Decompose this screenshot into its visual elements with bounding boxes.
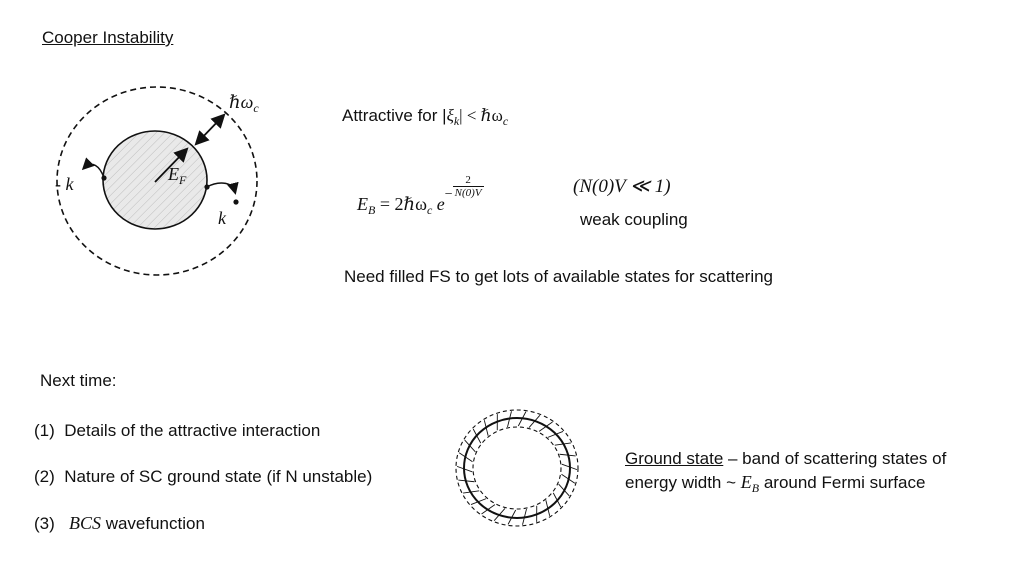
band-hatch-tick	[559, 453, 576, 457]
electron-k	[233, 199, 239, 205]
k-label: k	[218, 208, 226, 228]
band-hatch-tick	[483, 420, 489, 436]
band-hatch-tick	[517, 411, 527, 427]
band-hatch-tick	[538, 421, 553, 432]
band-hatch-tick	[547, 431, 564, 438]
debye-shell	[56, 86, 258, 276]
band-hatch-tick	[558, 483, 570, 497]
band-hatch-tick	[458, 452, 473, 463]
ground-state-label: Ground state	[625, 449, 724, 468]
minus-k-label: - k	[55, 174, 74, 194]
band-hatch-tick	[561, 463, 578, 471]
list-item-2: (2) Nature of SC ground state (if N unst…	[34, 467, 373, 486]
band-hatch-tick	[561, 473, 576, 484]
ef-arrow	[154, 147, 189, 183]
band-inner-dashed	[472, 426, 562, 510]
band-hatch-tick	[464, 439, 476, 453]
scatter-arrow-right	[206, 181, 239, 195]
ef-label: EF	[168, 164, 187, 187]
band-hatch-tick	[522, 508, 527, 525]
hbar-omega-label: ℏωc	[229, 92, 259, 115]
band-hatch-tick	[470, 498, 487, 505]
band-hatch-tick	[554, 442, 571, 446]
list-item-3: (3) BCS wavefunction	[34, 513, 205, 533]
band-hatch-tick	[458, 479, 475, 483]
band-hatch-tick	[528, 415, 541, 428]
band-hatch-tick	[456, 465, 473, 473]
ground-state-line-1: Ground state – band of scattering states…	[625, 449, 947, 468]
slide-title: Cooper Instability	[42, 28, 174, 47]
band-hatch-tick	[507, 411, 512, 428]
shell-width-arrow	[194, 113, 226, 146]
band-hatch-tick	[493, 508, 506, 521]
band-hatch-tick	[507, 509, 517, 525]
ground-state-line-2: energy width ~ EB around Fermi surface	[625, 472, 926, 495]
need-filled-fs-text: Need filled FS to get lots of available …	[344, 267, 774, 286]
next-time-heading: Next time:	[40, 371, 117, 390]
fermi-surface-solid	[463, 417, 571, 519]
weak-coupling-condition: (N(0)V ≪ 1)	[573, 176, 671, 197]
band-hatch-tick	[472, 428, 482, 444]
band-hatch-tick	[481, 504, 496, 515]
scatter-arrow-left	[81, 157, 105, 179]
band-hatch-tick	[463, 490, 480, 494]
band-hatch-tick	[552, 492, 562, 508]
attractive-condition: Attractive for |ξk| < ℏωc	[342, 106, 509, 128]
list-item-1: (1) Details of the attractive interactio…	[34, 421, 321, 440]
band-hatch-tick	[545, 500, 551, 516]
weak-coupling-label: weak coupling	[580, 210, 688, 229]
band-outer-dashed	[455, 409, 579, 527]
